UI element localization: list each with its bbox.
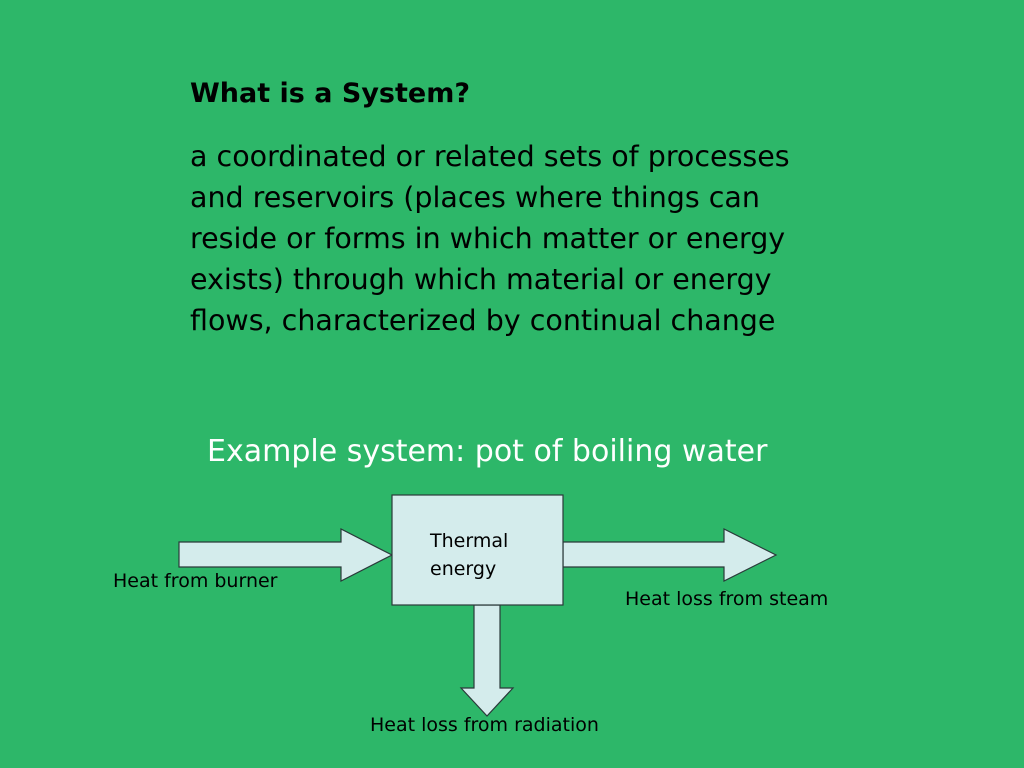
label-heat-loss-radiation: Heat loss from radiation — [370, 714, 599, 736]
label-heat-from-burner: Heat from burner — [113, 570, 278, 592]
definition-line: a coordinated or related sets of process… — [190, 140, 790, 173]
box-label-line: energy — [430, 558, 497, 580]
label-heat-loss-steam: Heat loss from steam — [625, 588, 829, 610]
definition-line: flows, characterized by continual change — [190, 304, 776, 337]
thermal-energy-box — [391, 494, 564, 606]
example-title: Example system: pot of boiling water — [207, 434, 768, 469]
definition-line: reside or forms in which matter or energ… — [190, 222, 786, 255]
definition-line: exists) through which material or energy — [190, 263, 772, 296]
thermal-energy-label: Thermal energy — [430, 527, 508, 583]
definition-text: a coordinated or related sets of process… — [190, 136, 910, 341]
arrow-heat-loss-steam — [562, 528, 778, 582]
box-label-line: Thermal — [430, 530, 509, 552]
definition-line: and reservoirs (places where things can — [190, 181, 760, 214]
arrow-heat-from-burner — [178, 528, 394, 582]
slide-title: What is a System? — [190, 78, 471, 109]
arrow-heat-loss-radiation — [459, 604, 515, 717]
